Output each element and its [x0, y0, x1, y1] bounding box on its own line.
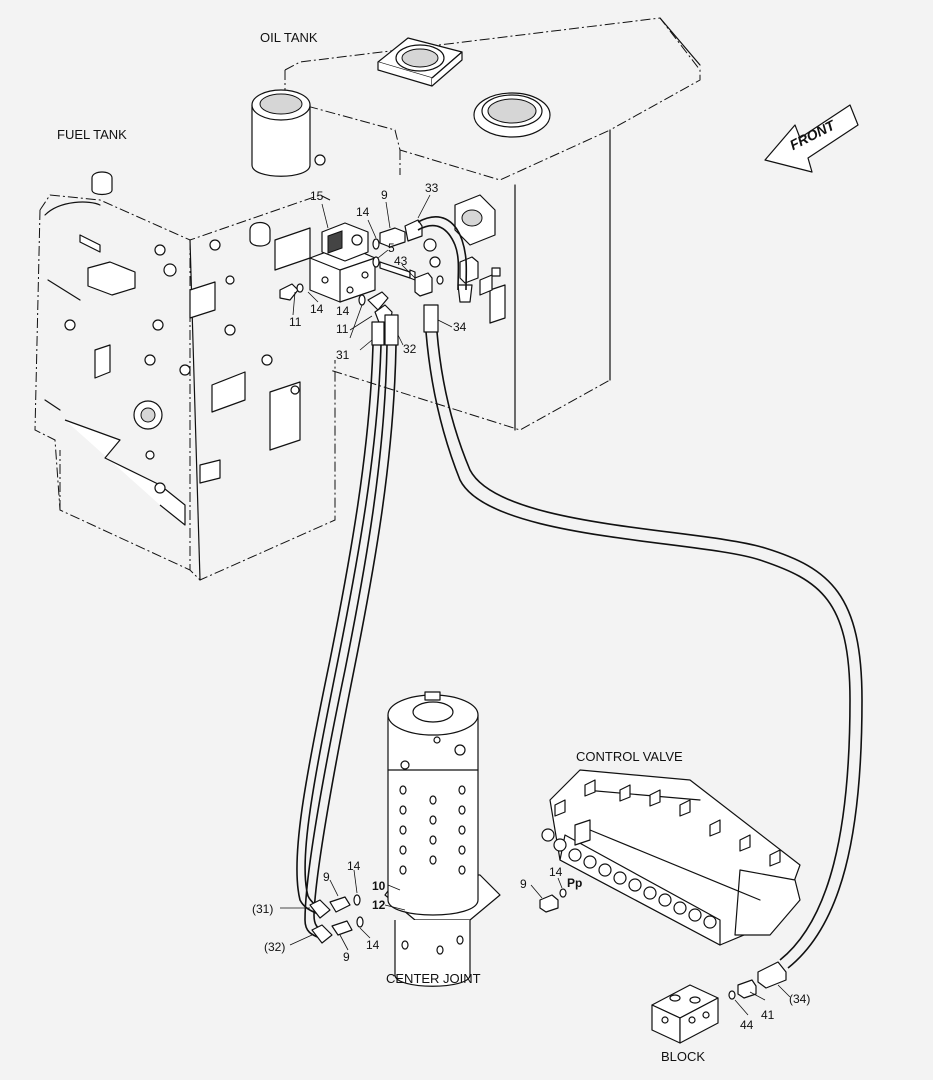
- callout-34-ref: (34): [789, 992, 811, 1006]
- callout-14-left: 14: [310, 302, 324, 316]
- hose-31: [296, 344, 382, 916]
- callout-9-top: 9: [381, 188, 388, 202]
- fuel-tank-filler: [249, 89, 311, 247]
- callout-14-cj-bottom: 14: [366, 938, 380, 952]
- pilot-valve-block: [309, 222, 376, 303]
- callout-33: 33: [425, 181, 439, 195]
- fuel-tank-label: FUEL TANK: [57, 127, 127, 142]
- oil-tank-cover: [377, 37, 463, 87]
- callout-14-top: 14: [356, 205, 370, 219]
- leader-lines: [280, 194, 791, 1016]
- callout-9-cj-bottom: 9: [343, 950, 350, 964]
- callout-14-cv: 14: [549, 865, 563, 879]
- oil-tank-port: [423, 194, 506, 324]
- fuel-tank-features: [64, 154, 326, 526]
- hose-33: [417, 216, 468, 291]
- oil-tank-label: OIL TANK: [260, 30, 318, 45]
- callout-11-mid: 11: [336, 322, 349, 336]
- oil-tank-filler: [473, 92, 551, 138]
- callout-14-cj-top: 14: [347, 859, 361, 873]
- callout-14-mid: 14: [336, 304, 350, 318]
- control-valve-fittings: [539, 888, 567, 913]
- block-label: BLOCK: [661, 1049, 706, 1064]
- callout-43: 43: [394, 254, 408, 268]
- callout-9-cv: 9: [520, 877, 527, 891]
- callout-11-left: 11: [289, 315, 302, 329]
- callout-44: 44: [740, 1018, 754, 1032]
- hose-34: [425, 331, 863, 969]
- callout-15: 15: [310, 189, 324, 203]
- callout-31: 31: [336, 348, 350, 362]
- callout-9-cj-top: 9: [323, 870, 330, 884]
- control-valve-label: CONTROL VALVE: [576, 749, 683, 764]
- center-joint-ports: [399, 785, 466, 955]
- callout-5: 5: [388, 241, 395, 255]
- callout-31-ref: (31): [252, 902, 274, 916]
- block: [651, 984, 719, 1044]
- front-arrow-icon: [764, 104, 859, 173]
- control-valve-spools: [541, 779, 781, 929]
- hose-32: [304, 344, 397, 939]
- valve-fittings: [279, 219, 493, 346]
- center-joint: [384, 691, 501, 987]
- callout-10: 10: [372, 879, 386, 893]
- center-joint-fittings: [309, 894, 364, 944]
- callout-12: 12: [372, 898, 386, 912]
- control-valve: [541, 769, 801, 946]
- block-fittings: [728, 961, 787, 1000]
- center-joint-label: CENTER JOINT: [386, 971, 481, 986]
- callout-41: 41: [761, 1008, 775, 1022]
- callout-pp: Pp: [567, 876, 583, 890]
- callout-32: 32: [403, 342, 417, 356]
- callout-34: 34: [453, 320, 467, 334]
- callout-32-ref: (32): [264, 940, 286, 954]
